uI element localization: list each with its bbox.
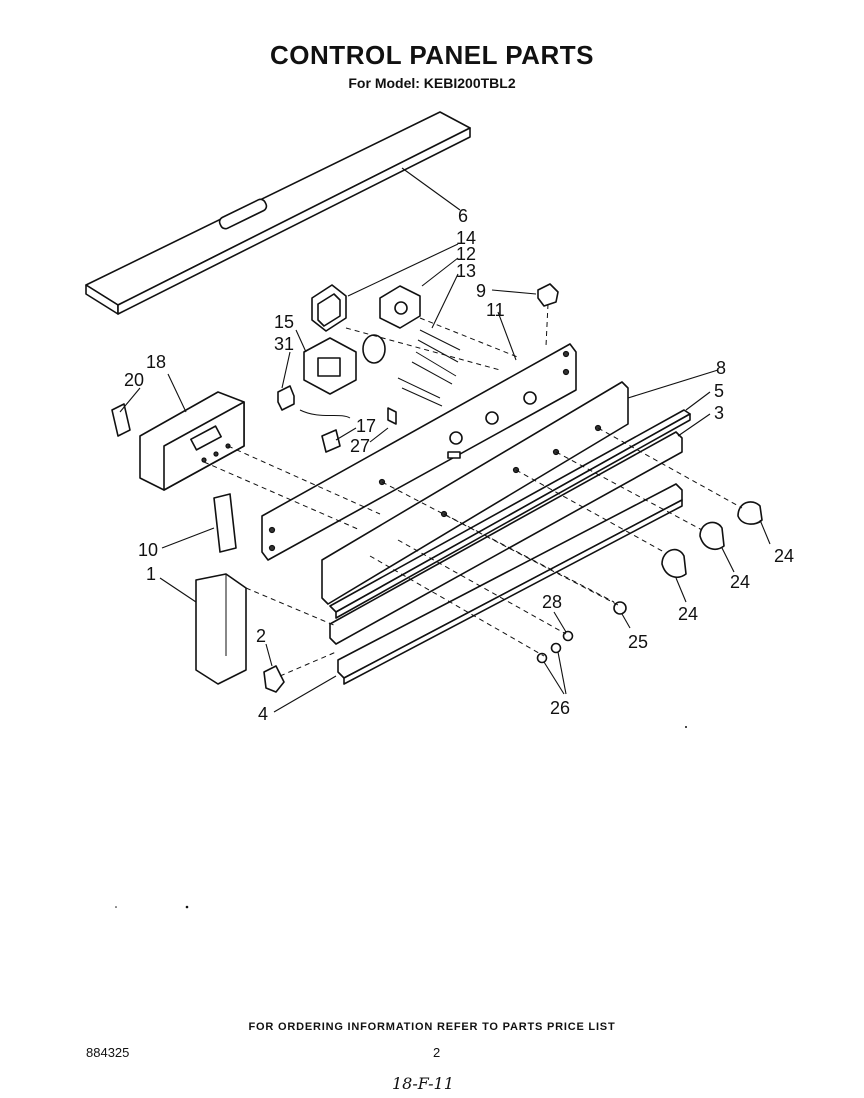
callout-15: 15 [274,312,294,332]
part-1-end-cap [195,573,247,685]
document-number: 884325 [86,1045,130,1060]
callout-12: 12 [456,244,476,264]
ordering-info-note: FOR ORDERING INFORMATION REFER TO PARTS … [248,1021,616,1033]
callout-5: 5 [714,381,724,401]
callout-20: 20 [124,370,144,390]
part-26-fastener-b [536,652,548,664]
model-subtitle: For Model: KEBI200TBL2 [348,75,516,91]
callout-14: 14 [456,228,476,248]
part-31-clip [277,385,295,411]
callout-24-a: 24 [774,546,794,566]
callout-25: 25 [628,632,648,652]
callout-10: 10 [138,540,158,560]
part-17-fastener [321,429,341,453]
part-4-lower-extrusion [337,483,683,685]
part-15-timer [303,337,357,395]
part-10-bracket [213,493,237,553]
part-11-control-board [261,343,577,561]
part-26-fastener-a [550,642,562,654]
part-24-knob-c [661,548,687,578]
part-6-trim-strip [85,111,471,315]
callout-9: 9 [476,281,486,301]
handwritten-note: 18-F-11 [392,1074,454,1093]
part-13-ring [362,334,386,364]
callout-18: 18 [146,352,166,372]
callout-13: 13 [456,261,476,281]
part-3-rail [329,431,683,645]
part-2-end-piece [263,665,285,693]
part-20-bracket [111,403,131,437]
callout-31: 31 [274,334,294,354]
callout-17: 17 [356,416,376,436]
page-number: 2 [433,1045,441,1060]
wiring-leads [299,329,461,419]
callout-27: 27 [350,436,370,456]
callout-3: 3 [714,403,724,423]
callout-24-b: 24 [730,572,750,592]
callout-8: 8 [716,358,726,378]
callout-leaders [119,167,771,713]
part-12-switch [379,285,421,329]
part-24-knob-b [699,521,725,550]
callout-labels: 6 14 12 13 9 11 15 31 18 20 17 27 10 1 2… [124,206,794,724]
callout-11: 11 [486,300,505,320]
part-24-knob-a [737,501,763,525]
part-14-bracket [311,284,347,332]
assembly-dashed-lines [203,303,743,677]
scan-specks [115,726,687,909]
part-27-clip [387,407,397,425]
callout-4: 4 [258,704,268,724]
part-5-upper-rail [329,409,691,619]
part-9-connector [537,283,559,307]
callout-1: 1 [146,564,156,584]
page-title: CONTROL PANEL PARTS [270,40,594,70]
callout-24-c: 24 [678,604,698,624]
callout-2: 2 [256,626,266,646]
part-18-display-module [139,391,245,491]
callout-6: 6 [458,206,468,226]
callout-26: 26 [550,698,570,718]
callout-28: 28 [542,592,562,612]
